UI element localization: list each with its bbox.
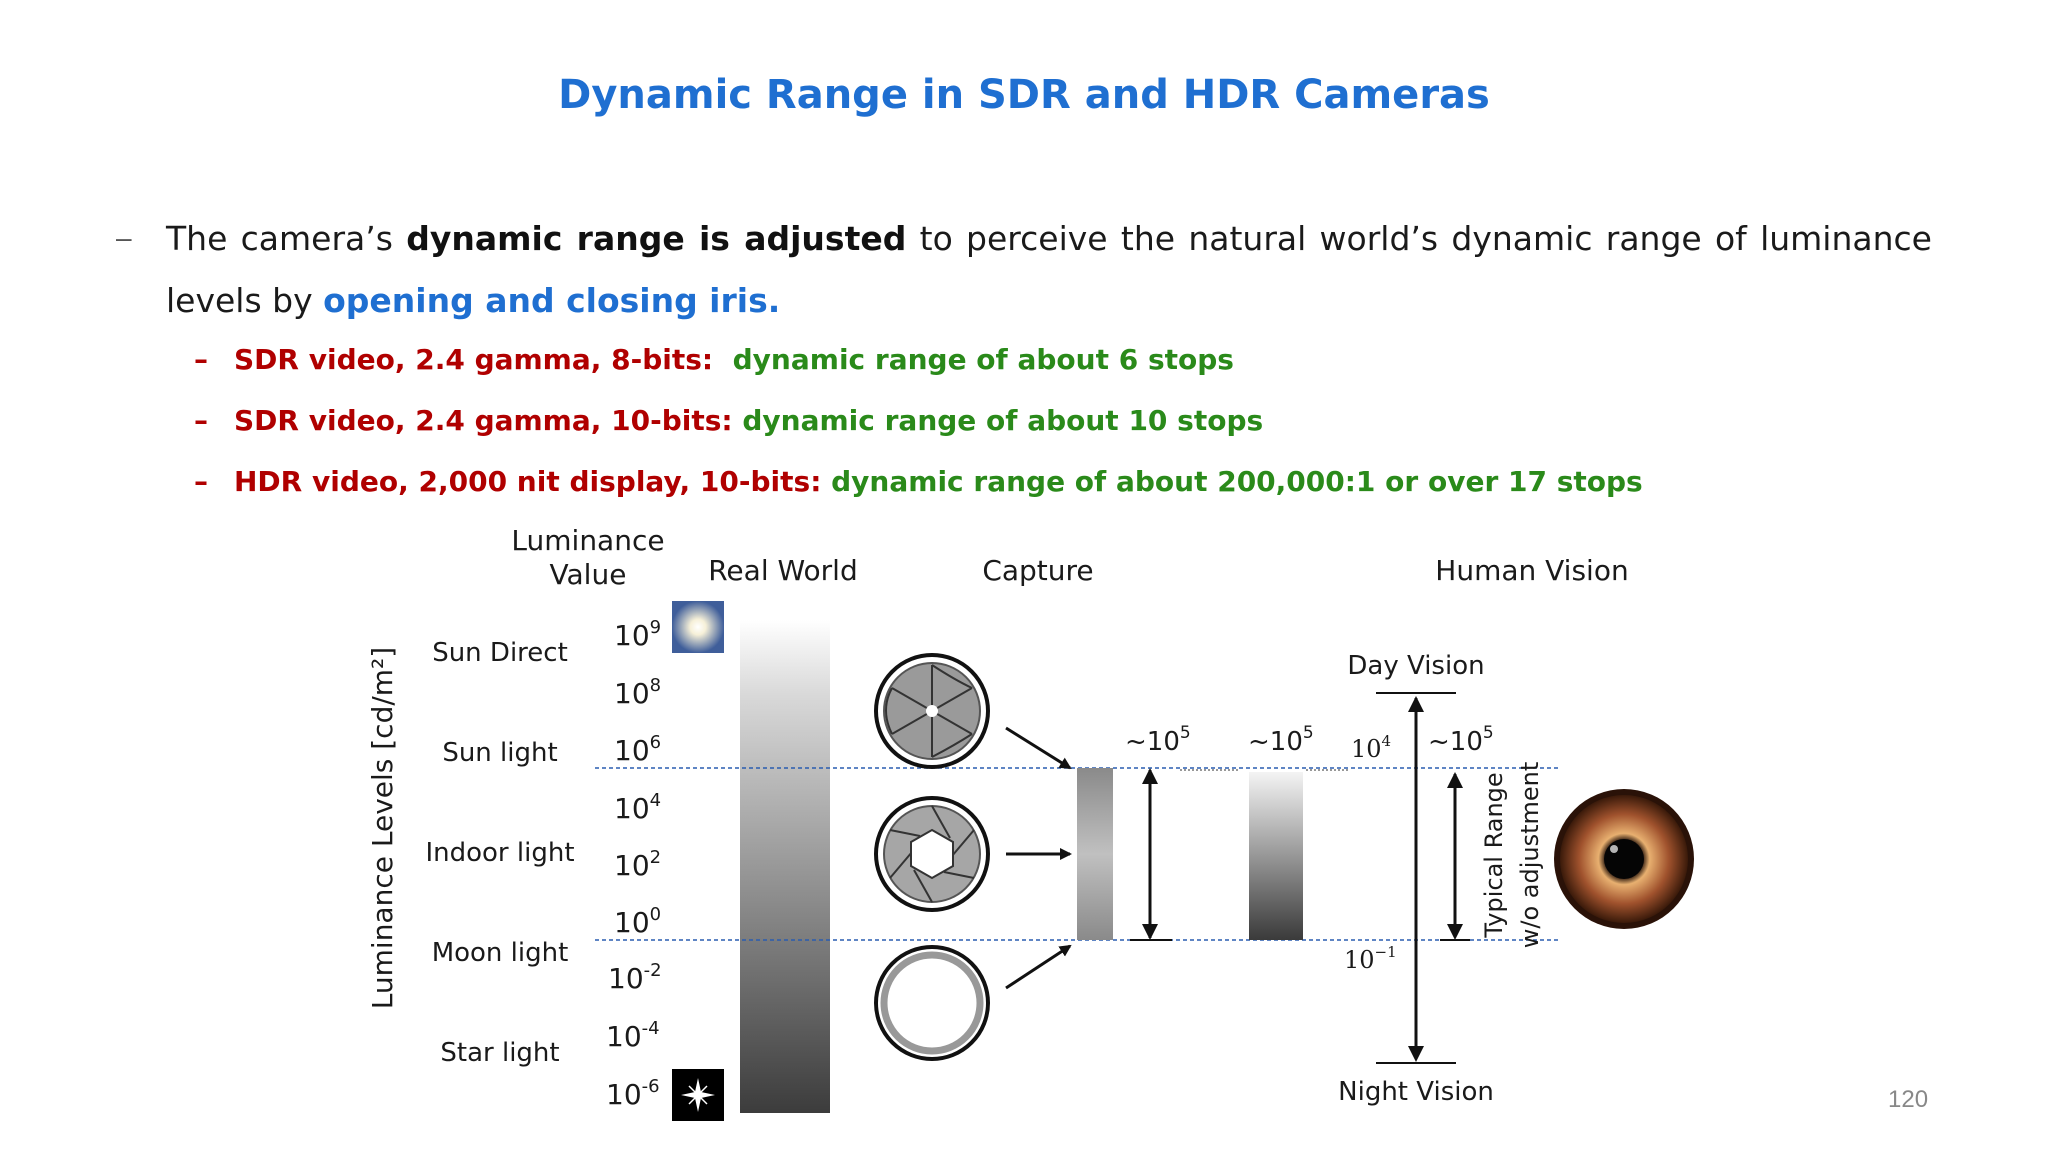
star-icon (672, 1069, 724, 1121)
aperture-small-icon (874, 653, 990, 769)
label-sun-light: Sun light (442, 738, 557, 768)
arrow-small-aperture (1005, 726, 1072, 770)
lum-1e6: 106 (614, 732, 661, 767)
bullet-dash: – (116, 222, 132, 253)
sub-bullet-green: dynamic range of about 6 stops (732, 343, 1234, 376)
label-moon-light: Moon light (432, 938, 569, 968)
human-lower-label: 10−1 (1344, 943, 1397, 974)
sub-bullet-red: SDR video, 2.4 gamma, 10-bits: (234, 404, 733, 437)
header-real-world-label: Real World (708, 554, 858, 587)
label-indoor-light: Indoor light (425, 838, 574, 868)
sub-bullet-green: dynamic range of about 200,000:1 or over… (831, 465, 1643, 498)
night-vision-label: Night Vision (1338, 1077, 1494, 1107)
header-luminance-value-1: Luminance (511, 524, 664, 557)
main-bullet-text: The camera’s dynamic range is adjusted t… (166, 208, 1932, 332)
sub-bullet-dash: – (194, 404, 208, 437)
human-upper-label: 104 (1351, 732, 1391, 763)
capture-range-label: ~105 (1125, 723, 1191, 757)
eye-icon (1554, 789, 1694, 929)
sub-bullet-sdr-10bit: –SDR video, 2.4 gamma, 10-bits: dynamic … (194, 404, 1263, 437)
lum-1e-4: 10-4 (606, 1018, 660, 1053)
header-human-vision: Human Vision (1435, 554, 1628, 587)
sub-bullet-red: HDR video, 2,000 nit display, 10-bits: (234, 465, 822, 498)
sub-bullet-dash: – (194, 465, 208, 498)
human-range-label: ~105 (1428, 723, 1494, 757)
lum-1e-6: 10-6 (606, 1076, 660, 1111)
capture-bar (1077, 768, 1113, 940)
aperture-open-icon (874, 945, 990, 1061)
lum-1e2: 102 (614, 847, 661, 882)
real-world-bar (740, 620, 830, 1113)
label-star-light: Star light (440, 1038, 559, 1068)
main-bullet-blue: opening and closing iris. (323, 281, 781, 320)
sub-bullet-red: SDR video, 2.4 gamma, 8-bits: (234, 343, 714, 376)
slide-title: Dynamic Range in SDR and HDR Cameras (558, 72, 1490, 118)
lum-1e-2: 10-2 (608, 960, 662, 995)
aperture-medium-icon (874, 796, 990, 912)
lum-1e4: 104 (614, 790, 661, 825)
lum-1e0: 100 (614, 904, 661, 939)
typical-range-label-1: Typical Range (1480, 772, 1508, 938)
header-capture: Capture (982, 554, 1093, 587)
display-range-bar (1249, 772, 1303, 940)
page-number: 120 (1888, 1086, 1929, 1113)
header-luminance-value-2: Value (550, 558, 627, 591)
main-bullet-text-1: The camera’s (166, 219, 407, 258)
main-bullet-bold: dynamic range is adjusted (406, 219, 907, 258)
arrow-open-aperture (1005, 944, 1072, 990)
y-axis-label: Luminance Levels [cd/m²] (366, 647, 399, 1009)
typical-range-label-2: w/o adjustment (1516, 762, 1544, 949)
lum-1e8: 108 (614, 675, 661, 710)
sub-bullet-green: dynamic range of about 10 stops (742, 404, 1264, 437)
sub-bullet-sdr-8bit: –SDR video, 2.4 gamma, 8-bits: dynamic r… (194, 343, 1234, 376)
sub-bullet-dash: – (194, 343, 208, 376)
sun-icon (672, 601, 724, 653)
main-bullet-text-2: to perceive the natural world’s dynamic … (166, 219, 1932, 320)
label-sun-direct: Sun Direct (432, 638, 568, 668)
sub-bullet-hdr-10bit: –HDR video, 2,000 nit display, 10-bits: … (194, 465, 1643, 498)
day-vision-label: Day Vision (1347, 651, 1484, 681)
display-range-label: ~105 (1248, 723, 1314, 757)
lum-1e9: 109 (614, 617, 661, 652)
